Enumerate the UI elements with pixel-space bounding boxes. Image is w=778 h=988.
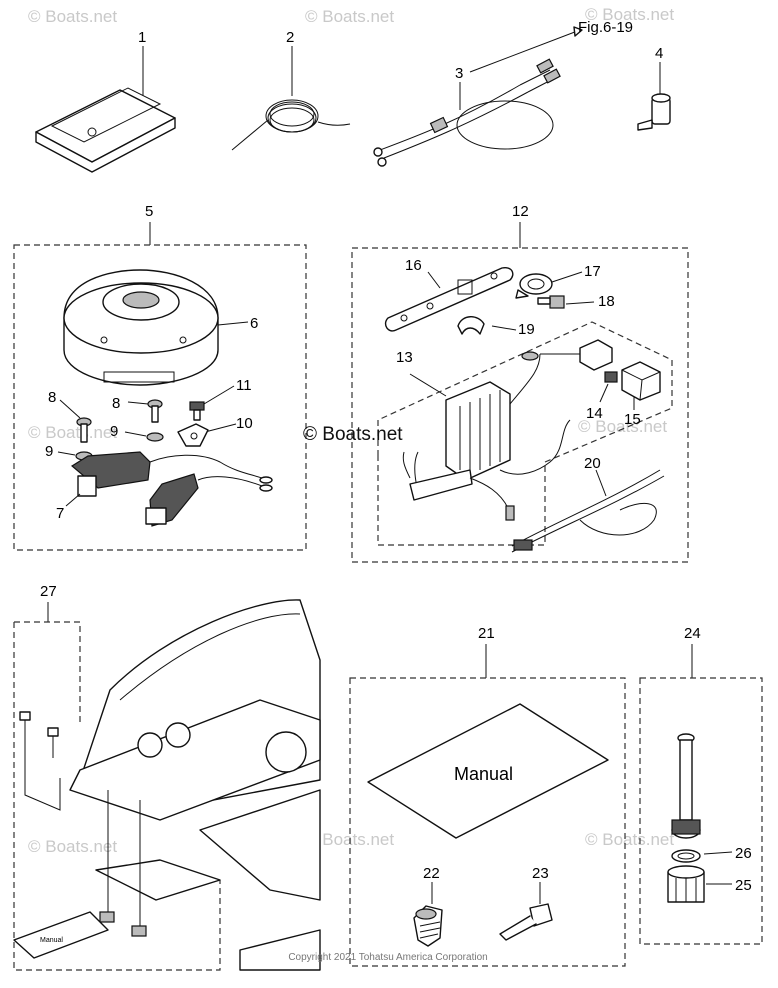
part-25-nut[interactable] <box>667 865 732 903</box>
part-16-bracket[interactable] <box>384 266 514 332</box>
callout-9-right: 9 <box>110 423 118 440</box>
part-8-screw-left[interactable] <box>59 399 92 443</box>
callout-3: 3 <box>455 65 463 82</box>
callout-26: 26 <box>735 845 752 862</box>
watermark-top-right: © Boats.net <box>585 5 674 24</box>
fig-reference: Fig.6-19 <box>578 19 633 36</box>
part-23-screw[interactable] <box>499 882 553 941</box>
part-15-relay[interactable] <box>521 339 661 410</box>
part-8-screw-right[interactable] <box>127 399 163 423</box>
callout-13: 13 <box>396 349 413 366</box>
part-3-wire-harness[interactable] <box>373 26 583 167</box>
group-21-box <box>349 677 626 967</box>
part-22-plug[interactable] <box>413 882 443 947</box>
part-27-mounting-hardware[interactable] <box>19 711 221 937</box>
callout-17: 17 <box>584 263 601 280</box>
callout-1: 1 <box>138 29 146 46</box>
watermark-top-left: © Boats.net <box>28 7 117 26</box>
group-5-box <box>13 244 307 551</box>
part-9-washer-right[interactable] <box>124 431 164 442</box>
part-11-bolt[interactable] <box>189 385 235 421</box>
part-20-cable[interactable] <box>511 469 665 553</box>
part-2-coiled-wire[interactable] <box>231 46 351 151</box>
callout-5: 5 <box>145 203 153 220</box>
callout-24: 24 <box>684 625 701 642</box>
callout-22: 22 <box>423 865 440 882</box>
callout-16: 16 <box>405 257 422 274</box>
part-19-clip[interactable] <box>457 316 517 335</box>
callout-9-left: 9 <box>45 443 53 460</box>
callout-11: 11 <box>236 377 252 394</box>
callout-10: 10 <box>236 415 253 432</box>
manual-small-label: Manual <box>40 937 63 944</box>
callout-14: 14 <box>586 405 603 422</box>
watermark-mid-right: © Boats.net <box>578 417 667 436</box>
callout-15: 15 <box>624 411 641 428</box>
callout-20: 20 <box>584 455 601 472</box>
callout-4: 4 <box>655 45 663 62</box>
group-24-box <box>639 677 763 945</box>
part-manual-small[interactable]: Manual <box>13 911 109 959</box>
part-18-bolt[interactable] <box>537 295 595 309</box>
part-13-regulator[interactable] <box>402 353 571 521</box>
part-17-clamp[interactable] <box>515 271 583 299</box>
part-1-tool-bag[interactable] <box>35 46 176 173</box>
callout-2: 2 <box>286 29 294 46</box>
part-10-clamp[interactable] <box>177 423 237 447</box>
watermark-top-mid: © Boats.net <box>305 7 394 26</box>
callout-27: 27 <box>40 583 57 600</box>
copyright-text: Copyright 2021 Tohatsu America Corporati… <box>288 952 487 963</box>
callout-21: 21 <box>478 625 495 642</box>
callout-18: 18 <box>598 293 615 310</box>
watermark-mid-left: © Boats.net <box>28 423 117 442</box>
callout-12: 12 <box>512 203 529 220</box>
group-13-box <box>377 321 673 546</box>
part-21-manual[interactable]: Manual <box>367 703 609 839</box>
watermark-bottom-right: © Boats.net <box>585 830 674 849</box>
callout-19: 19 <box>518 321 535 338</box>
part-6-flywheel[interactable] <box>63 269 249 386</box>
manual-label: Manual <box>454 764 513 784</box>
callout-8-right: 8 <box>112 395 120 412</box>
part-26-washer[interactable] <box>671 849 733 863</box>
group-12-box <box>351 247 689 563</box>
part-4-fitting[interactable] <box>637 62 671 131</box>
callout-7: 7 <box>56 505 64 522</box>
callout-23: 23 <box>532 865 549 882</box>
callout-6: 6 <box>250 315 258 332</box>
group-27-box <box>13 621 221 971</box>
callout-25: 25 <box>735 877 752 894</box>
part-14-fuse[interactable] <box>599 371 618 403</box>
watermark-bottom-left: © Boats.net <box>28 837 117 856</box>
part-engine-cover[interactable] <box>69 599 321 971</box>
watermark-center: © Boats.net <box>303 424 403 445</box>
part-24-valve[interactable] <box>671 733 701 839</box>
callout-8-left: 8 <box>48 389 56 406</box>
part-7-ignition-coils[interactable] <box>65 451 273 527</box>
